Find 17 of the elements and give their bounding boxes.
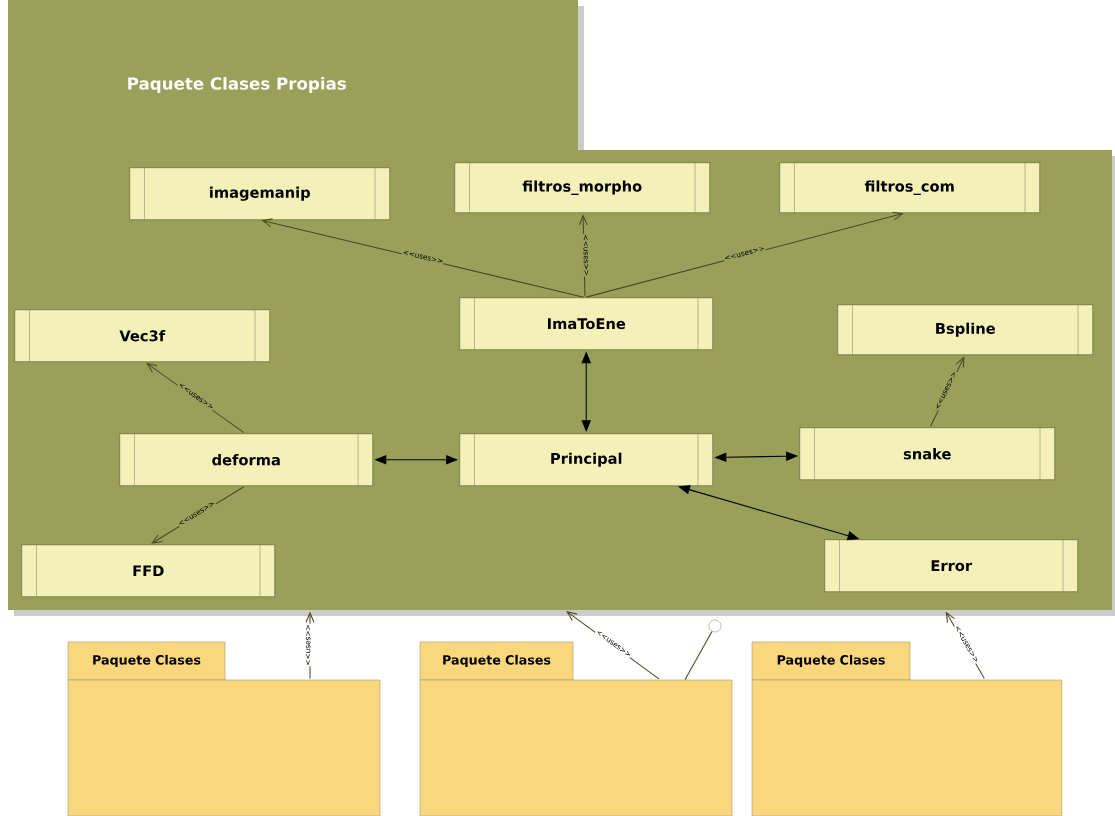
node-label: Paquete Clases — [777, 654, 885, 668]
class-box: deforma — [119, 433, 373, 487]
connector-line — [684, 630, 713, 681]
arrow — [585, 211, 904, 298]
class-box: snake — [799, 427, 1055, 481]
class-box: ImaToEne — [459, 297, 713, 351]
class-box: imagemanip — [129, 167, 390, 221]
class-box: filtros_com — [779, 162, 1040, 214]
class-box: filtros_morpho — [454, 162, 710, 214]
class-box: Error — [824, 539, 1078, 593]
node-label: Paquete Clases — [93, 654, 201, 668]
class-box: Vec3f — [14, 309, 270, 363]
class-box: Principal — [459, 433, 713, 487]
class-box: Bspline — [837, 304, 1093, 356]
arrow — [261, 218, 585, 298]
node-label: Paquete Clases — [443, 654, 551, 668]
class-box: FFD — [21, 544, 275, 598]
